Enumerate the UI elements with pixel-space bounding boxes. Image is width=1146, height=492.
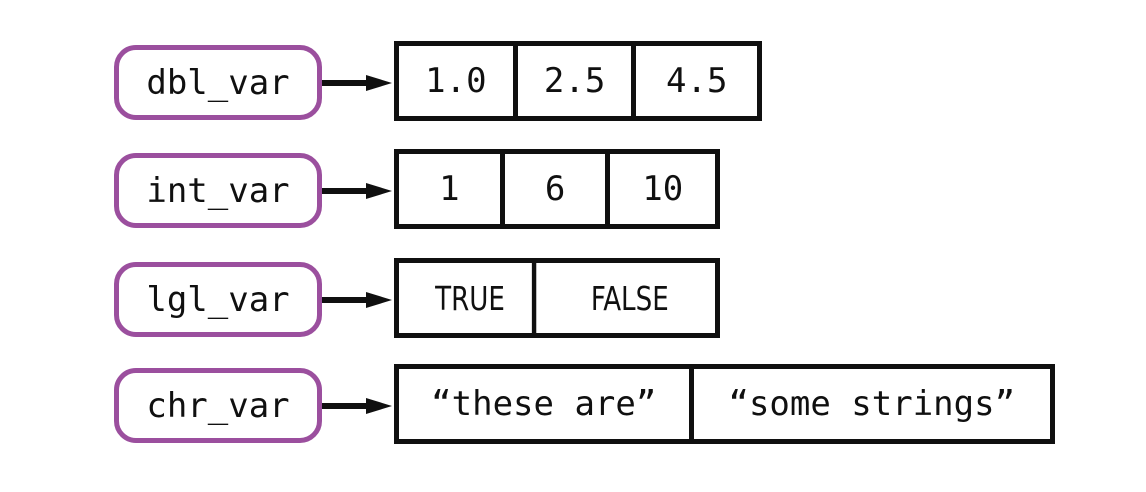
arrow-head	[366, 183, 392, 199]
arrow-head	[366, 75, 392, 91]
variable-pill-int_var: int_var	[114, 153, 322, 228]
variable-name-label: dbl_var	[146, 62, 290, 103]
vector-cell: “these are”	[399, 369, 694, 439]
vector-cell: 2.5	[518, 46, 637, 116]
vector-cell: “some strings”	[728, 384, 1016, 424]
vector-cell: FALSE	[591, 278, 670, 318]
arrow-shaft	[322, 403, 370, 409]
vector-cell: TRUE	[408, 263, 537, 333]
arrow-head	[366, 292, 392, 308]
variable-pill-dbl_var: dbl_var	[114, 45, 322, 120]
variable-name-label: lgl_var	[146, 279, 290, 320]
arrow-right-icon	[322, 292, 394, 308]
arrow-shaft	[322, 80, 370, 86]
variable-pill-lgl_var: lgl_var	[114, 262, 322, 337]
variable-pill-chr_var: chr_var	[114, 368, 322, 443]
arrow-head	[366, 398, 392, 414]
arrow-right-icon	[322, 398, 394, 414]
variable-name-label: int_var	[146, 170, 290, 211]
vector-box-chr_var: “these are” “some strings”	[394, 364, 1055, 444]
vector-cell: 1.0	[399, 46, 518, 116]
vector-cell: 4.5	[666, 61, 728, 101]
vector-cell: 1	[399, 154, 505, 224]
arrow-shaft	[322, 297, 370, 303]
variable-name-label: chr_var	[146, 385, 290, 426]
vector-cell: 6	[505, 154, 611, 224]
arrow-right-icon	[322, 75, 394, 91]
vector-box-lgl_var: TRUE FALSE	[394, 258, 720, 338]
vector-cell: 10	[642, 169, 684, 209]
arrow-shaft	[322, 188, 370, 194]
arrow-right-icon	[322, 183, 394, 199]
